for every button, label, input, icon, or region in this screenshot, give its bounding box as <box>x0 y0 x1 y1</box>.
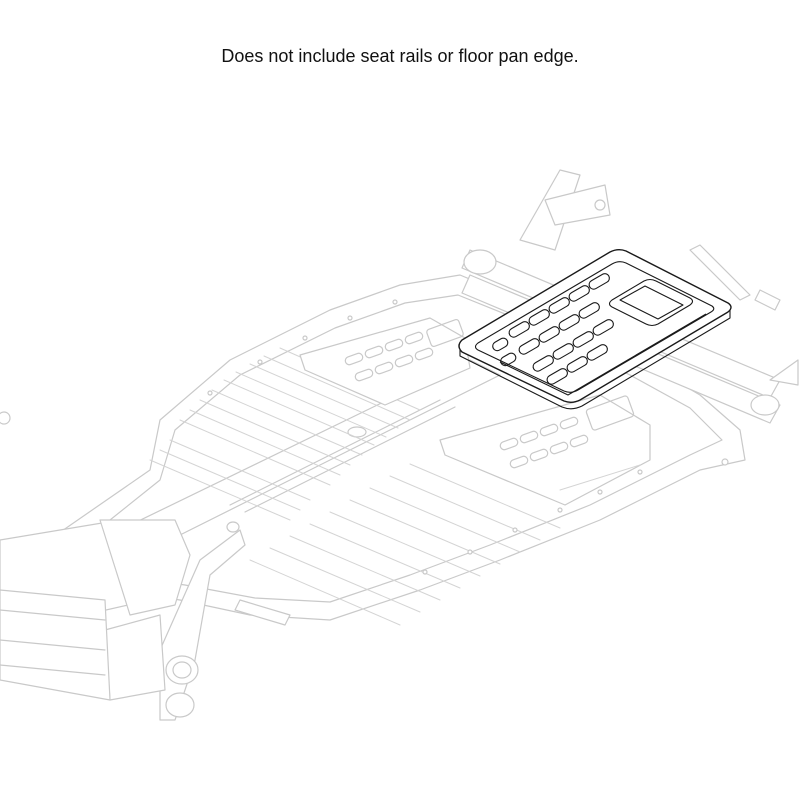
pan-section-inner-border <box>474 261 715 393</box>
highlighted-floor-pan-section <box>458 249 732 410</box>
ghost-pan-panel-right <box>439 394 651 506</box>
rear-frame-ghost <box>0 411 291 721</box>
pan-section-outer <box>458 249 732 403</box>
pan-section-raised-pad <box>608 278 694 327</box>
chassis-ghost <box>0 169 799 721</box>
ghost-pan-panel-left <box>299 317 471 406</box>
floor-ribs-rear <box>149 347 421 521</box>
pan-section-slots <box>492 273 614 385</box>
caption-note: Does not include seat rails or floor pan… <box>221 46 579 66</box>
floor-ribs-front <box>249 463 561 626</box>
pan-rivets <box>207 299 729 575</box>
